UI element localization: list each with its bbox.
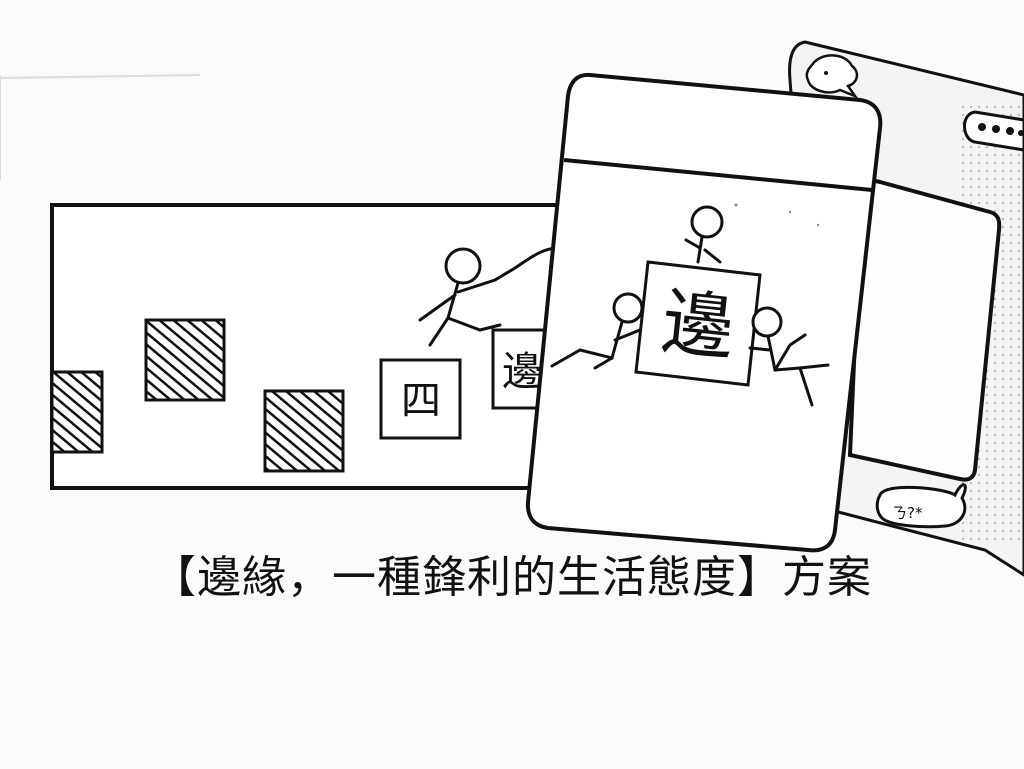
char-four: 四	[401, 378, 441, 424]
dots-pill-icon	[963, 110, 1024, 152]
stick-figure-top	[684, 205, 724, 264]
hatched-box	[50, 370, 104, 454]
hatched-box	[263, 389, 345, 473]
speech-bubble-icon	[805, 54, 859, 99]
char-box-four: 四	[379, 358, 462, 440]
stick-figure-left	[550, 292, 644, 370]
front-card: 邊	[525, 72, 883, 553]
slide-caption: 【邊緣，一種鋒利的生活態度】方案	[152, 552, 872, 603]
stick-figure-right	[748, 306, 830, 407]
jumping-stick-figure	[418, 246, 557, 347]
char-bian-small: 邊	[502, 349, 542, 395]
bubble-glyph: ㄋ?*	[892, 504, 923, 522]
background-line	[0, 74, 201, 79]
char-bian-large: 邊	[658, 279, 738, 370]
platform-panel: 四 邊	[50, 203, 574, 490]
hatched-box	[144, 318, 226, 402]
bian-placard: 邊	[634, 260, 762, 387]
bottom-speech-bubble-icon: ㄋ?*	[875, 483, 967, 529]
